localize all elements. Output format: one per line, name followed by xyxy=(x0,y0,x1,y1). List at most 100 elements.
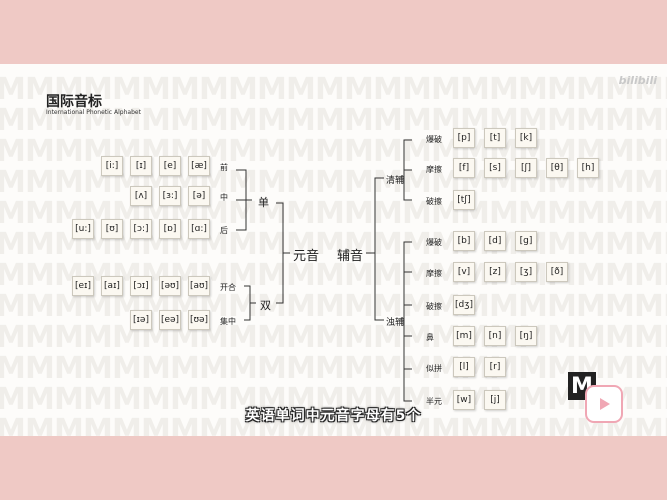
watermark-glyph: M xyxy=(344,227,374,262)
vowel-category-tag: 中 xyxy=(220,193,228,202)
watermark-glyph: M xyxy=(431,72,461,107)
watermark-glyph: M xyxy=(25,72,55,107)
watermark-glyph: M xyxy=(83,320,113,355)
voiceless-label: 清辅 xyxy=(386,176,405,186)
watermark-glyph: M xyxy=(112,413,142,436)
watermark-glyph: M xyxy=(83,103,113,138)
watermark-glyph: M xyxy=(257,134,287,169)
consonant-symbol-box: [j] xyxy=(484,390,506,410)
watermark-glyph: M xyxy=(0,134,26,169)
consonant-symbol-box: [t] xyxy=(484,128,506,148)
watermark-glyph: M xyxy=(228,227,258,262)
watermark-glyph: M xyxy=(315,289,345,324)
watermark-glyph: M xyxy=(576,289,606,324)
vowel-symbol-box: [u:] xyxy=(72,219,94,239)
consonant-symbol-box: [tʃ] xyxy=(453,190,475,210)
vowel-symbol-box: [e] xyxy=(159,156,181,176)
watermark-glyph: M xyxy=(25,227,55,262)
watermark-glyph: M xyxy=(634,227,664,262)
consonant-symbol-box: [ʃ] xyxy=(515,158,537,178)
consonant-symbol-box: [w] xyxy=(453,390,475,410)
vowel-symbol-box: [ɪ] xyxy=(130,156,152,176)
watermark-glyph: M xyxy=(634,351,664,386)
watermark-glyph: M xyxy=(663,103,667,138)
watermark-glyph: M xyxy=(373,103,403,138)
watermark-glyph: M xyxy=(228,382,258,417)
watermark-glyph: M xyxy=(228,258,258,293)
watermark-glyph: M xyxy=(344,351,374,386)
watermark-glyph: M xyxy=(402,382,432,417)
watermark-glyph: M xyxy=(373,227,403,262)
watermark-glyph: M xyxy=(663,227,667,262)
watermark-glyph: M xyxy=(54,165,84,200)
double-vowel-label: 双 xyxy=(260,299,271,312)
watermark-glyph: M xyxy=(344,103,374,138)
watermark-glyph: M xyxy=(54,320,84,355)
watermark-glyph: M xyxy=(0,351,26,386)
watermark-glyph: M xyxy=(257,165,287,200)
watermark-glyph: M xyxy=(25,165,55,200)
watermark-glyph: M xyxy=(286,413,316,436)
watermark-glyph: M xyxy=(605,320,635,355)
watermark-glyph: M xyxy=(25,289,55,324)
watermark-glyph: M xyxy=(344,165,374,200)
watermark-glyph: M xyxy=(402,72,432,107)
consonant-category-tag: 爆破 xyxy=(426,135,442,144)
vowel-symbol-box: [æ] xyxy=(188,156,210,176)
watermark-glyph: M xyxy=(344,196,374,231)
watermark-glyph: M xyxy=(170,382,200,417)
watermark-glyph: M xyxy=(0,227,26,262)
play-icon xyxy=(600,398,610,410)
watermark-glyph: M xyxy=(141,103,171,138)
consonant-symbol-box: [ŋ] xyxy=(515,326,537,346)
watermark-glyph: M xyxy=(54,351,84,386)
watermark-glyph: M xyxy=(344,72,374,107)
consonant-symbol-box: [k] xyxy=(515,128,537,148)
vowel-symbol-box: [ə] xyxy=(188,186,210,206)
watermark-glyph: M xyxy=(605,351,635,386)
single-vowel-label: 单 xyxy=(258,196,269,209)
watermark-glyph: M xyxy=(286,289,316,324)
watermark-glyph: M xyxy=(315,258,345,293)
watermark-glyph: M xyxy=(25,258,55,293)
watermark-glyph: M xyxy=(576,103,606,138)
watermark-glyph: M xyxy=(257,413,287,436)
watermark-glyph: M xyxy=(605,72,635,107)
watermark-glyph: M xyxy=(489,289,519,324)
watermark-glyph: M xyxy=(25,103,55,138)
watermark-glyph: M xyxy=(0,382,26,417)
watermark-glyph: M xyxy=(576,320,606,355)
watermark-glyph: M xyxy=(489,196,519,231)
play-button[interactable] xyxy=(585,385,623,423)
vowel-symbol-box: [eə] xyxy=(159,310,181,330)
vowel-category-tag: 集中 xyxy=(220,317,236,326)
watermark-glyph: M xyxy=(170,413,200,436)
watermark-glyph: M xyxy=(54,72,84,107)
watermark-glyph: M xyxy=(373,289,403,324)
consonant-symbol-box: [p] xyxy=(453,128,475,148)
watermark-glyph: M xyxy=(141,351,171,386)
watermark-glyph: M xyxy=(315,196,345,231)
watermark-glyph: M xyxy=(518,72,548,107)
watermark-glyph: M xyxy=(634,103,664,138)
watermark-glyph: M xyxy=(0,289,26,324)
watermark-glyph: M xyxy=(489,413,519,436)
watermark-glyph: M xyxy=(112,382,142,417)
consonant-category-tag: 破擦 xyxy=(426,197,442,206)
watermark-glyph: M xyxy=(0,165,26,200)
watermark-glyph: M xyxy=(634,382,664,417)
watermark-glyph: M xyxy=(402,413,432,436)
watermark-glyph: M xyxy=(489,72,519,107)
top-letterbox xyxy=(0,0,667,64)
watermark-glyph: M xyxy=(576,196,606,231)
consonant-symbol-box: [n] xyxy=(484,326,506,346)
watermark-glyph: M xyxy=(634,165,664,200)
watermark-glyph: M xyxy=(547,227,577,262)
consonant-category-tag: 摩擦 xyxy=(426,269,442,278)
watermark-glyph: M xyxy=(576,72,606,107)
watermark-glyph: M xyxy=(315,351,345,386)
bilibili-logo: bilibili xyxy=(618,74,657,87)
watermark-glyph: M xyxy=(634,258,664,293)
watermark-glyph: M xyxy=(54,103,84,138)
consonant-symbol-box: [ʒ] xyxy=(515,262,537,282)
